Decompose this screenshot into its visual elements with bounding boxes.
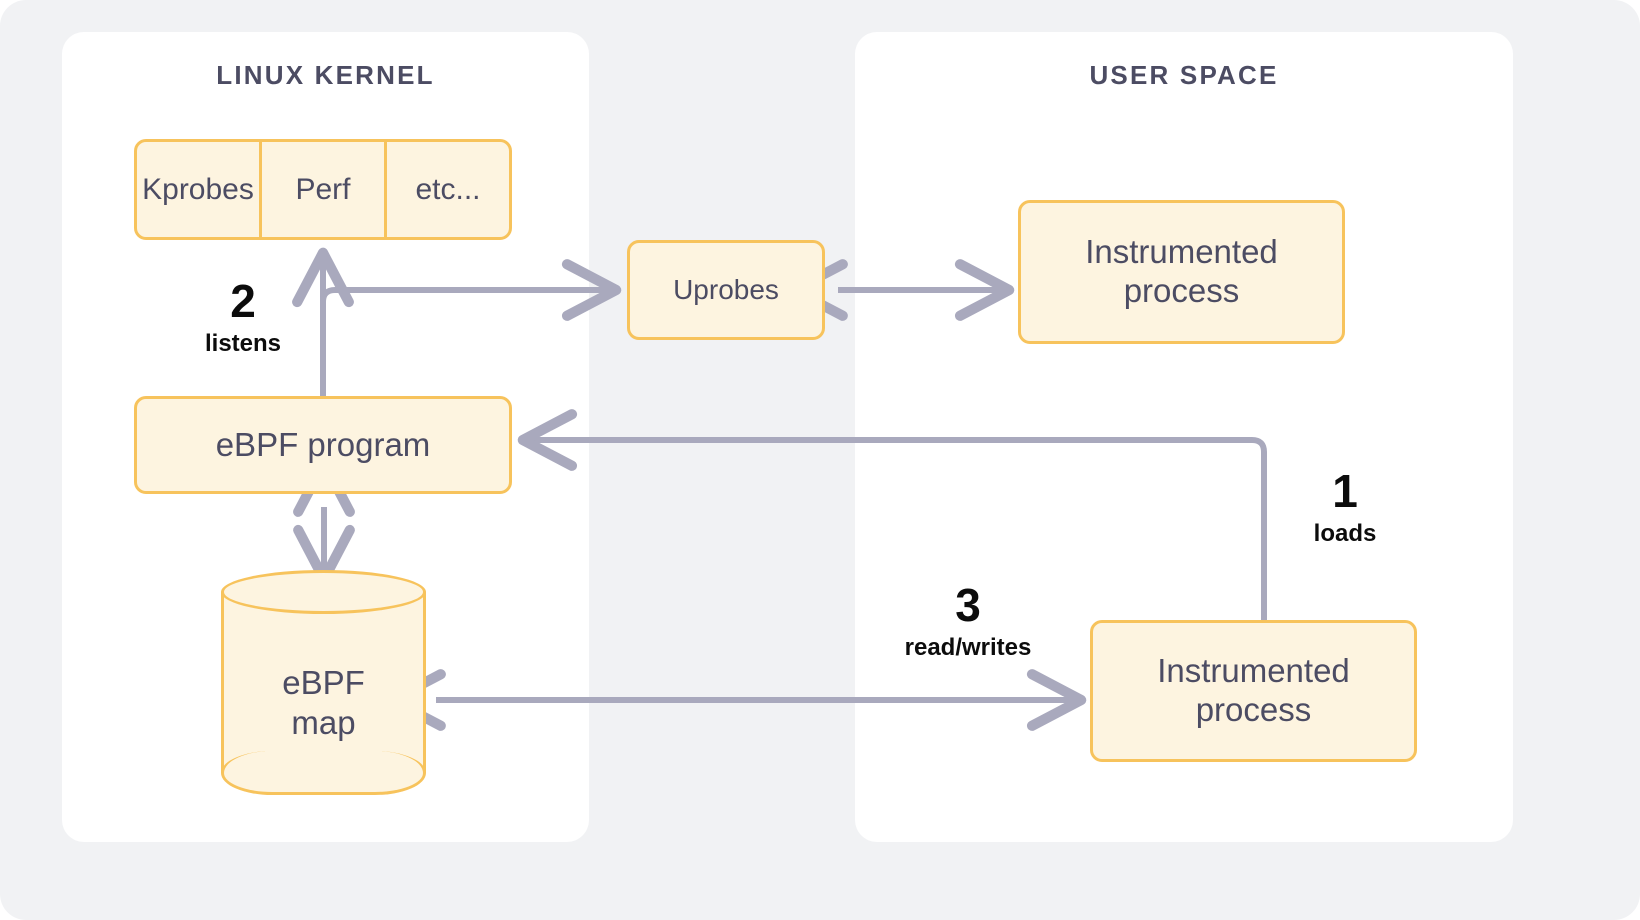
node-instrumented-bottom-line1: Instrumented xyxy=(1157,652,1350,690)
cylinder-top-ellipse xyxy=(221,570,426,614)
node-ebpf-program[interactable]: eBPF program xyxy=(134,396,512,494)
node-instrumented-top-line2: process xyxy=(1123,272,1240,309)
cylinder-bottom-ellipse xyxy=(221,751,426,795)
step-caption-read-writes: read/writes xyxy=(904,634,1032,661)
panel-title-user-space: USER SPACE xyxy=(1089,60,1279,90)
edge-instrumented-bottom-to-ebpf xyxy=(517,409,1267,620)
step-label-listens: 2 listens xyxy=(188,278,298,359)
probe-cell-etc[interactable]: etc... xyxy=(415,172,481,206)
step-label-loads: 1 loads xyxy=(1280,468,1410,549)
node-probes-group[interactable]: Kprobes Perf etc... xyxy=(134,139,512,240)
node-ebpf-map[interactable]: eBPF map xyxy=(221,570,426,795)
panel-title-linux-kernel: LINUX KERNEL xyxy=(216,60,435,90)
step-number-3: 3 xyxy=(955,579,981,631)
node-uprobes[interactable]: Uprobes xyxy=(627,240,825,340)
node-ebpf-map-label: eBPF map xyxy=(221,628,426,778)
probe-cell-perf[interactable]: Perf xyxy=(262,142,387,237)
node-instrumented-top-line1: Instrumented xyxy=(1085,233,1278,271)
node-instrumented-bottom-line2: process xyxy=(1195,691,1312,728)
probe-cell-kprobes[interactable]: Kprobes xyxy=(137,142,262,237)
step-label-read-writes: 3 read/writes xyxy=(878,582,1058,663)
node-ebpf-map-line1: eBPF xyxy=(282,664,365,702)
node-instrumented-process-top[interactable]: Instrumented process xyxy=(1018,200,1345,344)
step-number-1: 1 xyxy=(1332,465,1358,517)
edge-ebpf-to-uprobes xyxy=(320,259,622,330)
node-instrumented-process-bottom[interactable]: Instrumented process xyxy=(1090,620,1417,762)
step-number-2: 2 xyxy=(230,275,256,327)
node-ebpf-map-line2: map xyxy=(291,704,356,741)
step-caption-loads: loads xyxy=(1313,520,1377,547)
step-caption-listens: listens xyxy=(204,330,282,357)
cylinder-body xyxy=(221,592,426,773)
